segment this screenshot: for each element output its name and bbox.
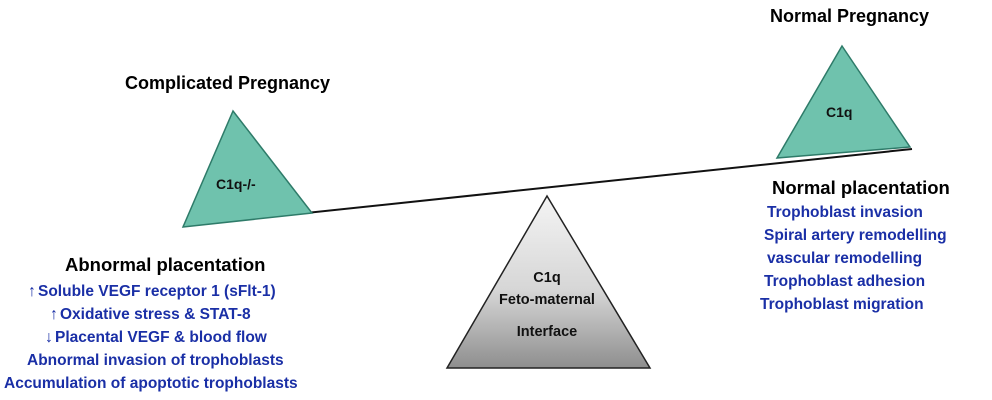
left-item-2: ↑Oxidative stress & STAT-8: [50, 306, 251, 323]
up-arrow-icon: ↑: [28, 283, 36, 300]
center-c1q-label: C1q: [533, 270, 561, 286]
right-item-5: Trophoblast migration: [760, 296, 924, 313]
left-item-5: Accumulation of apoptotic trophoblasts: [4, 375, 298, 392]
center-feto-maternal-label: Feto-maternal: [499, 292, 595, 308]
center-fulcrum-triangle: [445, 194, 652, 369]
up-arrow-icon: ↑: [50, 306, 58, 323]
complicated-pregnancy-heading: Complicated Pregnancy: [125, 73, 331, 93]
left-teal-triangle: [181, 109, 314, 228]
down-arrow-icon: ↓: [45, 329, 53, 346]
left-item-4: Abnormal invasion of trophoblasts: [27, 352, 284, 369]
normal-placentation-title: Normal placentation: [772, 177, 950, 198]
right-item-2: Spiral artery remodelling: [764, 227, 947, 244]
left-triangle-label: C1q-/-: [216, 176, 256, 192]
left-item-1: ↑Soluble VEGF receptor 1 (sFlt-1): [28, 283, 276, 300]
right-triangle-label: C1q: [826, 104, 853, 120]
center-interface-label: Interface: [516, 324, 578, 340]
normal-pregnancy-heading: Normal Pregnancy: [770, 6, 930, 26]
left-item-3: ↓Placental VEGF & blood flow: [45, 329, 267, 346]
right-item-1: Trophoblast invasion: [767, 204, 923, 221]
right-item-3: vascular remodelling: [767, 250, 923, 267]
right-teal-triangle: [775, 44, 912, 159]
abnormal-placentation-title: Abnormal placentation: [65, 254, 266, 275]
right-item-4: Trophoblast adhesion: [764, 273, 926, 290]
